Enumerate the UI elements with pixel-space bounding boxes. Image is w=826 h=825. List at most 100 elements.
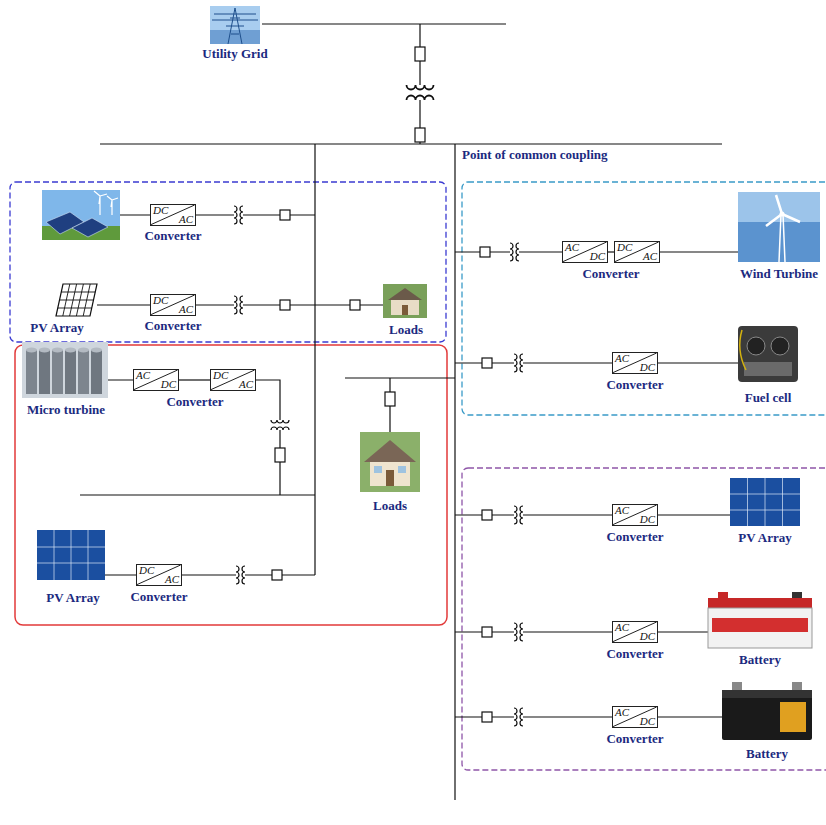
converter-text: AC [179,304,193,315]
wires [80,24,738,800]
converter-text: DC [617,242,632,253]
converter-box: DC AC [136,564,182,586]
component-label: Battery [746,746,788,761]
converter-diagonal [613,353,657,373]
breaker-symbols [482,358,492,368]
component-label: Converter [166,394,223,409]
solar-wind-picture [72,218,108,237]
component-label: Converter [606,731,663,746]
fuel-cell-picture [740,330,746,370]
transformer-symbols [234,206,243,224]
load-house-picture [364,440,416,462]
utility-grid-icon [210,6,260,44]
component-label: Point of common coupling [462,147,608,162]
converter-diagonal [137,565,181,585]
converter-text: AC [615,622,629,633]
breaker-symbols [482,712,492,722]
utility-grid-icon [210,30,260,44]
fuel-cell-picture [744,362,792,376]
converter-text: AC [615,353,629,364]
transformer-symbols [407,85,434,100]
breaker-symbols [415,47,425,61]
micro-turbine-picture [65,350,76,394]
wind-turbine-picture [779,214,785,262]
converter-box: AC DC [612,706,658,728]
breaker-symbols [350,300,360,310]
transformer-symbols [514,708,523,726]
component-label: Fuel cell [745,390,792,405]
load-house-picture [360,432,420,492]
micro-turbine-picture [39,350,50,394]
pv-array-icon [56,284,97,316]
region-outlines [462,468,826,770]
breaker-symbols [385,392,395,406]
breaker-symbols [415,128,425,142]
battery-picture [708,592,812,648]
load-house-picture [383,284,427,318]
component-label: Loads [373,498,407,513]
solar-wind-picture [94,191,118,215]
wind-turbine-picture [738,192,820,262]
component-label: PV Array [738,530,792,545]
micro-turbine-picture [52,350,63,394]
micro-turbine-picture [65,348,76,353]
micro-turbine-picture [78,348,89,353]
component-label: Micro turbine [27,402,105,417]
breaker-symbols [280,210,290,220]
converter-text: AC [615,505,629,516]
converter-text: DC [640,716,655,727]
battery-picture [732,682,742,690]
converter-text: AC [239,379,253,390]
converter-link [179,379,210,380]
converter-text: DC [139,565,154,576]
converter-text: DC [153,205,168,216]
pv-panel-picture [730,478,800,526]
wind-turbine-picture [738,192,820,262]
converter-diagonal [563,242,607,262]
converter-box: DC AC [210,369,256,391]
load-house-picture [391,300,419,315]
breaker-symbols [482,510,492,520]
converter-box: ACDC [612,504,658,526]
micro-turbine-picture [52,348,63,353]
solar-wind-picture [42,190,120,240]
region-outlines [10,182,446,342]
region-outlines [15,345,447,625]
component-label: Converter [144,318,201,333]
converter-text: AC [565,242,579,253]
converter-diagonal [151,205,195,225]
converter-text: AC [615,707,629,718]
converter-diagonal [613,622,657,642]
transformer-symbols [514,506,523,524]
pv-array-icon [56,284,97,316]
load-house-picture [374,466,382,473]
load-house-picture [360,432,420,492]
transformer-symbols [271,420,289,430]
breaker-symbols [272,570,282,580]
component-label: Converter [606,377,663,392]
transformer-symbols [234,296,243,314]
utility-grid-icon [210,6,260,44]
fuel-cell-picture [747,337,765,355]
converter-text: AC [165,574,179,585]
converter-diagonal [613,707,657,727]
transformer-symbols [514,623,523,641]
pv-array-icon [58,284,96,316]
micro-turbine-picture [26,350,37,394]
component-label: PV Array [46,590,100,605]
micro-turbine-picture [91,350,102,394]
load-house-picture [402,305,408,315]
converter-diagonal [615,242,659,262]
converter-text: AC [643,251,657,262]
component-label: Converter [582,266,639,281]
converter-text: DC [161,379,176,390]
transformer-symbols [234,85,523,726]
converter-box: DC AC [614,241,660,263]
pv-panel-picture [730,478,800,526]
breaker-symbols [272,47,492,722]
component-label: Converter [606,529,663,544]
component-label: PV Array [30,320,84,335]
converter-text: DC [213,370,228,381]
